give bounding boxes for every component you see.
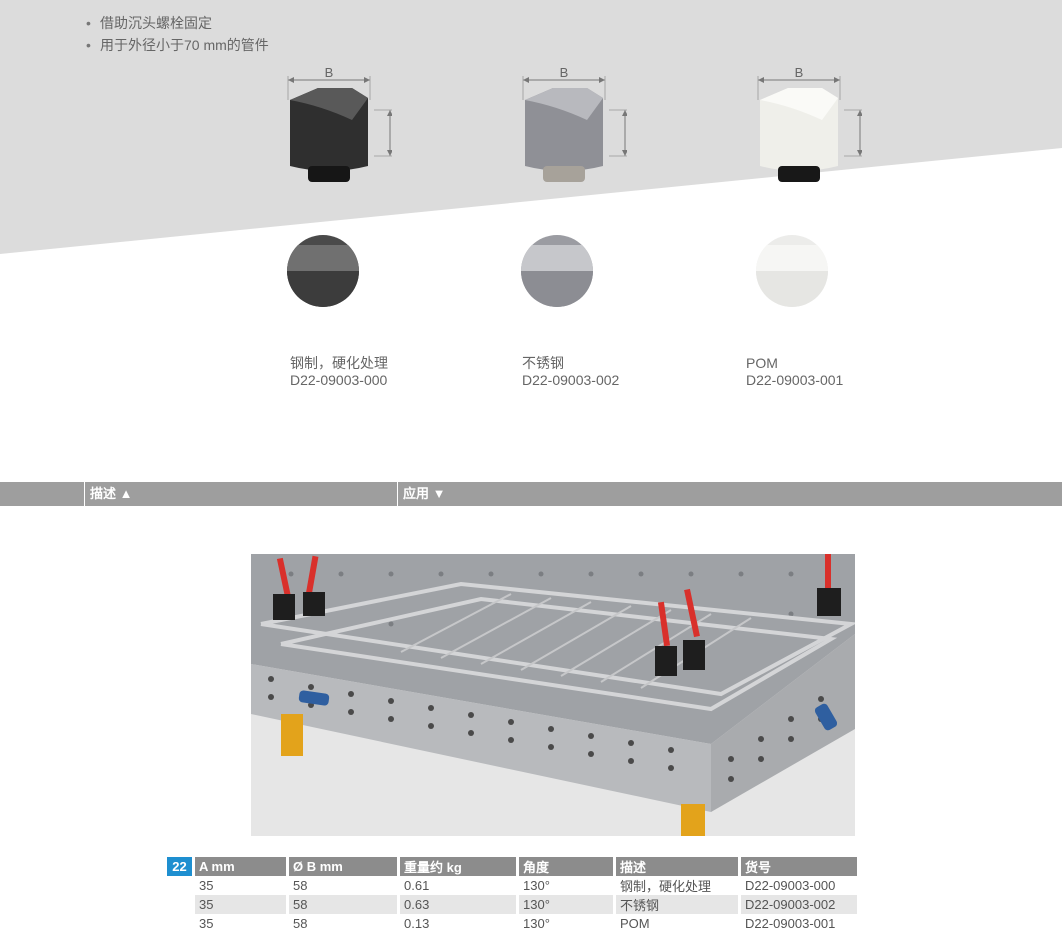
table-row: 35 58 0.61 130° 钢制，硬化处理 D22-09003-000 [167,876,860,895]
cell-angle: 130° [517,914,616,933]
cell-weight: 0.61 [398,876,519,895]
column-header: 重量约 kg [398,857,519,876]
spec-table: 22 A mm Ø B mm 重量约 kg 角度 描述 货号 35 58 0.6… [167,857,860,933]
column-header: 角度 [517,857,616,876]
material-swatch-stainless [521,235,593,307]
feature-list: •借助沉头螺栓固定 •用于外径小于70 mm的管件 [86,12,269,56]
cell-a: 35 [193,914,289,933]
product-caption-steel: 钢制，硬化处理 D22-09003-000 [290,355,388,388]
column-header: 货号 [739,857,860,876]
column-header: 描述 [614,857,741,876]
product-image-pom: B A [757,66,862,182]
product-caption-pom: POM D22-09003-001 [746,355,844,388]
product-image-stainless: B A [522,66,627,182]
product-image-steel: B A [287,66,392,182]
table-header-row: 22 A mm Ø B mm 重量约 kg 角度 描述 货号 [167,857,860,876]
dimension-b-label: B [795,66,804,80]
cell-a: 35 [193,895,289,914]
cell-code: D22-09003-000 [739,876,860,895]
product-caption-stainless: 不锈钢 D22-09003-002 [522,355,620,388]
cell-b: 58 [287,876,400,895]
cell-weight: 0.63 [398,895,519,914]
page-number-badge: 22 [167,857,195,876]
feature-item: •借助沉头螺栓固定 [86,15,212,31]
cell-b: 58 [287,895,400,914]
material-swatch-pom [756,235,828,307]
cell-description: 钢制，硬化处理 [614,876,741,895]
cell-description: POM [614,914,741,933]
section-tab-bar: 描述 ▲ 应用 ▼ [0,482,1062,506]
dimension-b-label: B [325,66,334,80]
tab-application[interactable]: 应用 ▼ [403,486,446,501]
dimension-b-label: B [560,66,569,80]
feature-item: •用于外径小于70 mm的管件 [86,37,269,53]
material-swatch-steel [287,235,359,307]
application-photo [251,554,855,836]
tab-description[interactable]: 描述 ▲ [90,486,133,501]
column-header: Ø B mm [287,857,400,876]
cell-b: 58 [287,914,400,933]
table-row: 35 58 0.13 130° POM D22-09003-001 [167,914,860,933]
cell-description: 不锈钢 [614,895,741,914]
column-header: A mm [193,857,289,876]
cell-code: D22-09003-001 [739,914,860,933]
cell-a: 35 [193,876,289,895]
cell-angle: 130° [517,876,616,895]
table-row: 35 58 0.63 130° 不锈钢 D22-09003-002 [167,895,860,914]
cell-code: D22-09003-002 [739,895,860,914]
cell-weight: 0.13 [398,914,519,933]
cell-angle: 130° [517,895,616,914]
